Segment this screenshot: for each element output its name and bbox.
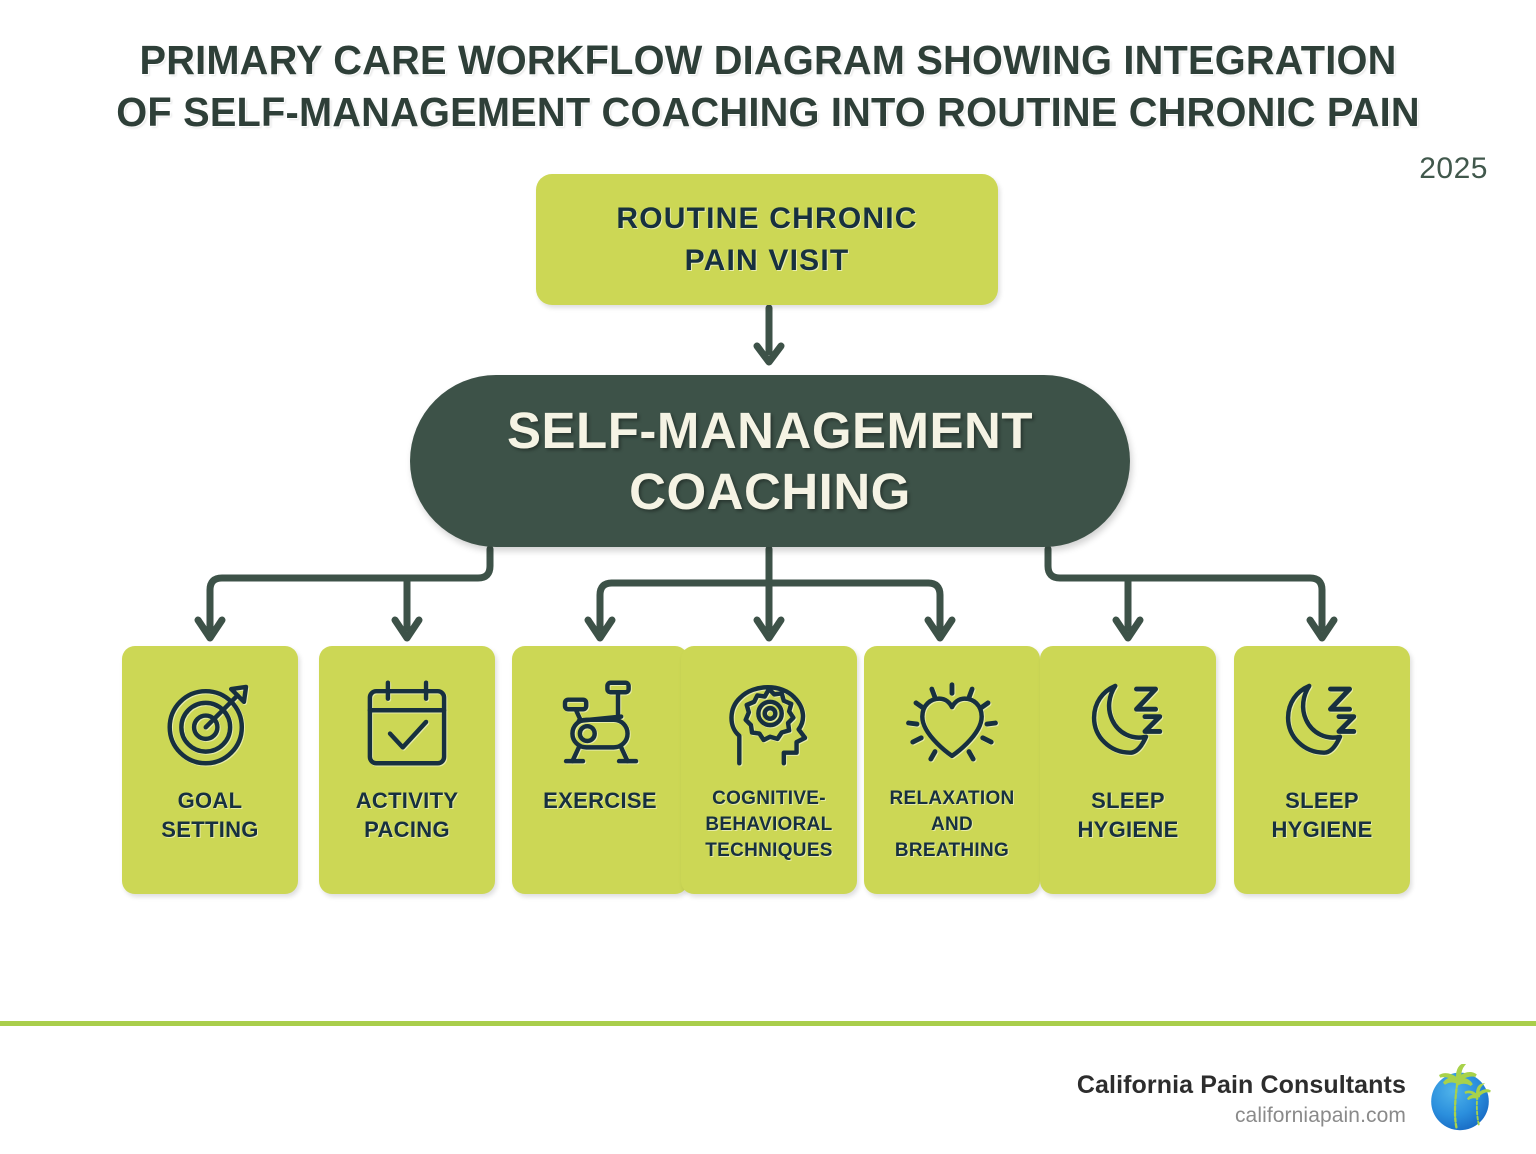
- moon-zzz-icon: [1075, 670, 1181, 776]
- card-exercise-label: EXERCISE: [543, 788, 657, 813]
- connector-branch-right-1: [1044, 545, 1326, 632]
- radiant-heart-icon: [899, 670, 1005, 776]
- arrowhead-card-6: [1112, 616, 1144, 642]
- card-cognitive-behavioral-techniques-label: COGNITIVE- BEHAVIORAL TECHNIQUES: [705, 788, 833, 861]
- card-goal-setting[interactable]: GOAL SETTING: [122, 646, 298, 894]
- card-goal-setting-label: GOAL SETTING: [161, 788, 259, 842]
- node-routine-chronic-pain-visit-label: ROUTINE CHRONIC PAIN VISIT: [616, 201, 918, 277]
- connector-branch-mid-right: [924, 579, 944, 632]
- arrowhead-card-2: [391, 616, 423, 642]
- page-title-line-1: PRIMARY CARE WORKFLOW DIAGRAM SHOWING IN…: [139, 37, 1397, 83]
- card-sleep-hygiene-1-label: SLEEP HYGIENE: [1077, 788, 1179, 842]
- card-activity-pacing-label: ACTIVITY PACING: [355, 788, 459, 842]
- footer-branding: California Pain Consultants californiapa…: [1077, 1064, 1496, 1136]
- card-sleep-hygiene-1[interactable]: SLEEP HYGIENE: [1040, 646, 1216, 894]
- card-sleep-hygiene-2-label: SLEEP HYGIENE: [1271, 788, 1373, 842]
- exercise-bike-icon: [547, 670, 653, 776]
- year-label: 2025: [1419, 152, 1488, 185]
- arrowhead-card-1: [194, 616, 226, 642]
- calendar-check-icon: [354, 670, 460, 776]
- brand-name: California Pain Consultants: [1076, 1071, 1406, 1099]
- node-self-management-coaching-label: SELF-MANAGEMENT COACHING: [507, 402, 1033, 520]
- arrowhead-card-7: [1306, 616, 1338, 642]
- globe-palm-trees-logo: [1431, 1064, 1491, 1131]
- connector-branch-mid-left: [596, 579, 616, 632]
- footer-divider: [0, 1021, 1536, 1026]
- arrowhead-card-5: [924, 616, 956, 642]
- component-cards-row: GOAL SETTING ACTIVITY PACING: [0, 646, 1536, 894]
- node-routine-chronic-pain-visit[interactable]: ROUTINE CHRONIC PAIN VISIT: [536, 174, 998, 305]
- arrowhead-top-to-main: [753, 342, 785, 366]
- connector-branch-left-1: [206, 545, 494, 632]
- arrowhead-card-3: [584, 616, 616, 642]
- card-activity-pacing[interactable]: ACTIVITY PACING: [319, 646, 495, 894]
- card-relaxation-and-breathing-label: RELAXATION AND BREATHING: [889, 788, 1015, 861]
- card-cognitive-behavioral-techniques[interactable]: COGNITIVE- BEHAVIORAL TECHNIQUES: [681, 646, 857, 894]
- head-gear-icon: [716, 670, 822, 776]
- brand-website[interactable]: californiapain.com: [1234, 1104, 1406, 1127]
- workflow-diagram: ROUTINE CHRONIC PAIN VISIT SELF-MANAGEME…: [0, 174, 1536, 894]
- moon-zzz-icon: [1269, 670, 1375, 776]
- card-exercise[interactable]: EXERCISE: [512, 646, 688, 894]
- card-relaxation-and-breathing[interactable]: RELAXATION AND BREATHING: [864, 646, 1040, 894]
- arrowhead-card-4: [753, 616, 785, 642]
- footer-text: California Pain Consultants californiapa…: [1077, 1070, 1406, 1130]
- node-self-management-coaching[interactable]: SELF-MANAGEMENT COACHING: [410, 375, 1130, 547]
- target-arrow-icon: [157, 670, 263, 776]
- card-sleep-hygiene-2[interactable]: SLEEP HYGIENE: [1234, 646, 1410, 894]
- footer: California Pain Consultants californiapa…: [0, 1026, 1536, 1154]
- page-title-line-2: OF SELF-MANAGEMENT COACHING INTO ROUTINE…: [116, 89, 1420, 135]
- page-title: PRIMARY CARE WORKFLOW DIAGRAM SHOWING IN…: [0, 34, 1536, 138]
